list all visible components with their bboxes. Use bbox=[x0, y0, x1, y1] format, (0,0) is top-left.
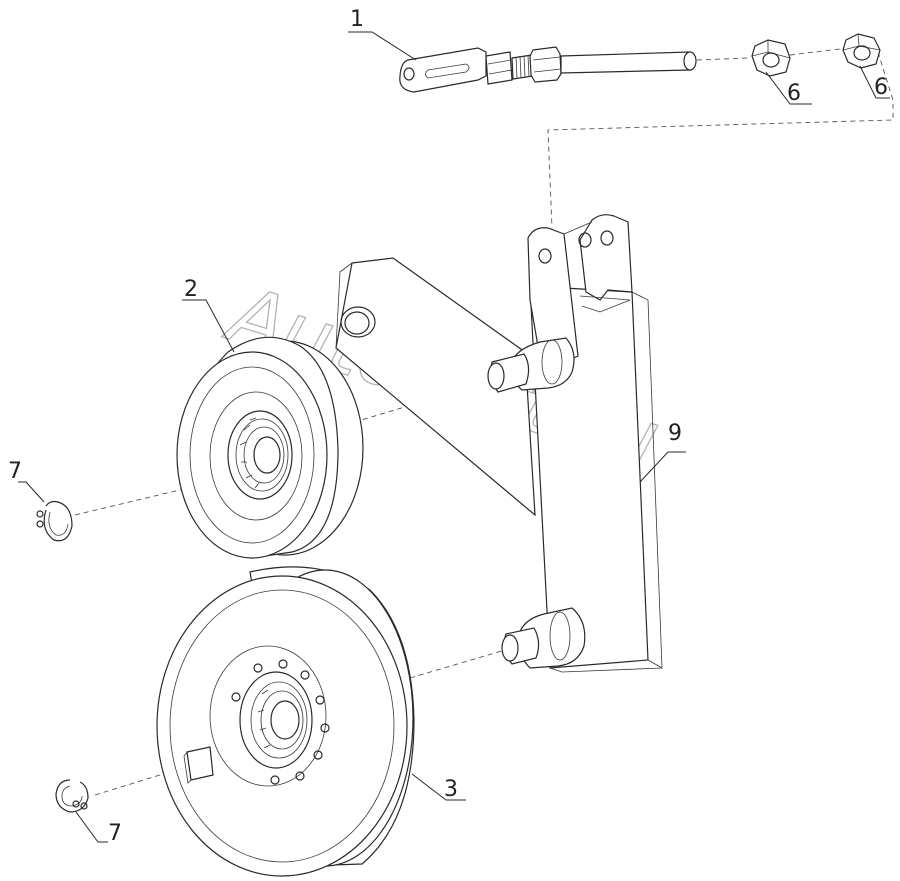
small-idler-pulley bbox=[176, 336, 364, 559]
hex-nut-a bbox=[751, 39, 791, 77]
callout-nut-a: 6 bbox=[787, 81, 801, 106]
callout-circlip-upper: 7 bbox=[8, 459, 22, 484]
circlip-upper bbox=[36, 500, 73, 542]
callout-large-pulley: 3 bbox=[444, 777, 458, 802]
callout-small-pulley: 2 bbox=[184, 277, 198, 302]
callout-circlip-lower: 7 bbox=[108, 821, 122, 846]
callout-rod: 1 bbox=[350, 7, 364, 32]
adjusting-rod bbox=[399, 46, 697, 93]
callout-leaders bbox=[18, 31, 890, 843]
large-pulley bbox=[156, 566, 415, 877]
hex-nut-b bbox=[842, 33, 881, 69]
tensioner-bracket bbox=[335, 214, 663, 673]
circlip-lower bbox=[55, 779, 89, 813]
callout-nut-b: 6 bbox=[874, 75, 888, 100]
callout-bracket: 9 bbox=[668, 421, 682, 446]
